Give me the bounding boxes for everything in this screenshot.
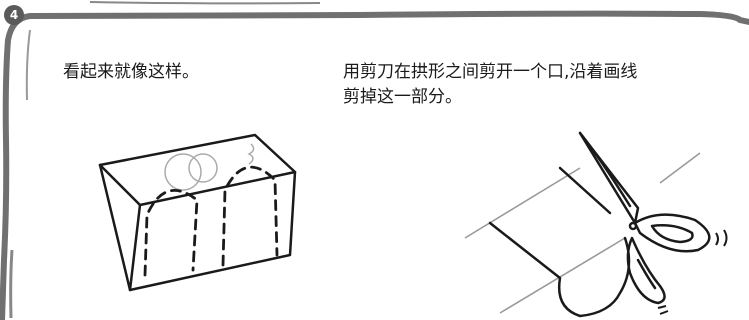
right-caption-line2: 剪掉这一部分。: [343, 87, 462, 107]
left-caption: 看起来就像这样。: [63, 62, 199, 82]
right-caption: 用剪刀在拱形之间剪开一个口,沿着画线 剪掉这一部分。: [343, 60, 728, 110]
step-number-badge: 4: [4, 5, 24, 25]
right-caption-line1: 用剪刀在拱形之间剪开一个口,沿着画线: [343, 62, 638, 82]
dashed-box-sketch-icon: [98, 133, 297, 292]
scissors-cutting-sketch-icon: [464, 131, 728, 318]
